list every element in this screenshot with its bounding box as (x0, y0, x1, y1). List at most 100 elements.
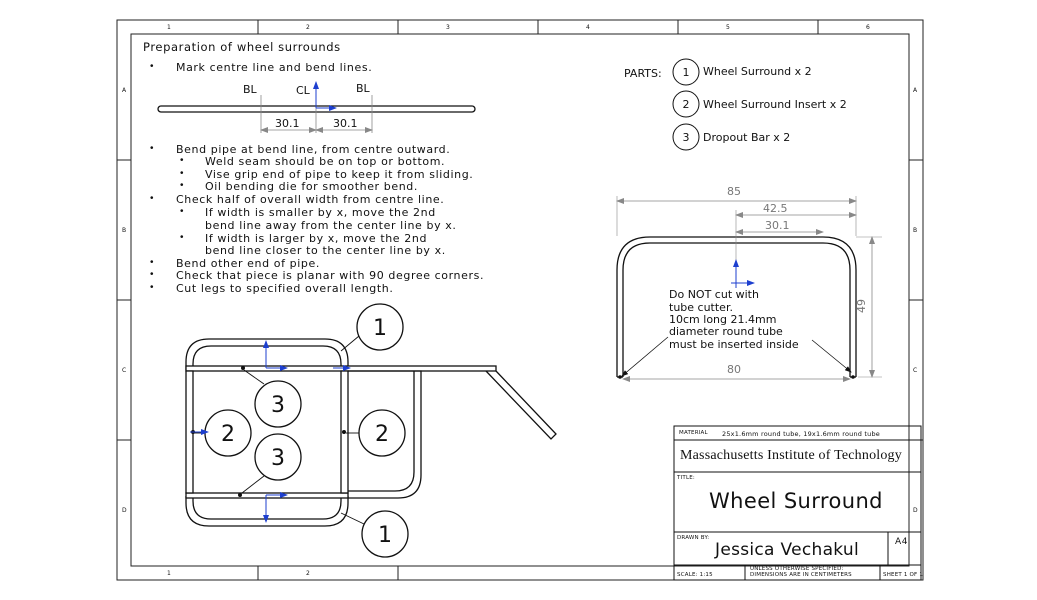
zone-top: 2 (306, 24, 310, 31)
notes-item: Check that piece is planar with 90 degre… (176, 269, 485, 282)
angled-leg (485, 370, 557, 440)
assembly-axis-arrows (190, 340, 351, 523)
label-bl-right: BL (356, 82, 371, 95)
parts-list: PARTS: 1 2 3 Wheel Surround x 2 Wheel Su… (624, 58, 847, 151)
notes-item: bend line closer to the center line by x… (205, 244, 446, 257)
notes-item: Bend other end of pipe. (176, 257, 320, 270)
balloon-number: 2 (375, 422, 389, 447)
title-block (673, 425, 922, 581)
zone-bottom: 1 (167, 570, 171, 577)
unless-specified-line: DIMENSIONS ARE IN CENTIMETERS (750, 572, 852, 578)
zone-side-right: B (913, 227, 917, 234)
bullet-dot: • (150, 282, 154, 293)
zone-top: 3 (446, 24, 450, 31)
parts-name: Wheel Surround Insert x 2 (703, 98, 847, 111)
parts-number: 2 (683, 98, 690, 111)
parts-balloon (672, 58, 700, 86)
note-leader-left (621, 336, 669, 377)
bent-note-line: 10cm long 21.4mm (669, 313, 776, 326)
unless-specified-line: UNLESS OTHERWISE SPECIFIED: (750, 566, 844, 572)
parts-name: Dropout Bar x 2 (703, 131, 790, 144)
dim-30-1: 30.1 (765, 219, 790, 232)
zone-top: 4 (586, 24, 590, 31)
notes-item: Oil bending die for smoother bend. (205, 180, 418, 193)
notes-item: Cut legs to specified overall length. (176, 282, 394, 295)
sheet-size: A4 (895, 537, 909, 547)
insert-right-extension-outer (348, 370, 422, 499)
svg-labels: BL CL BL 30.1 30.1 85 42.5 30.1 49 80 Do… (122, 24, 918, 577)
zone-side-left: A (122, 87, 127, 94)
balloon-circle (361, 510, 409, 558)
bent-surround-outer (616, 236, 857, 377)
balloon-circle (356, 303, 404, 351)
zone-side-right: A (913, 87, 918, 94)
parts-balloon (672, 90, 700, 118)
drawing-title: Wheel Surround (709, 489, 883, 513)
bullet-dot: • (180, 180, 184, 191)
parts-number: 3 (683, 131, 690, 144)
dim-left-value: 30.1 (275, 117, 300, 130)
material-value: 25x1.6mm round tube, 19x1.6mm round tube (722, 430, 880, 438)
notes-heading: Preparation of wheel surrounds (143, 40, 341, 54)
wheel-surround-bottom-outer (185, 496, 349, 527)
bullet-dot: • (150, 143, 154, 154)
bullet-dot: • (180, 168, 184, 179)
zone-top: 5 (726, 24, 730, 31)
zone-side-left: B (122, 227, 126, 234)
bent-note-line: diameter round tube (669, 325, 783, 338)
notes-item: Bend pipe at bend line, from centre outw… (176, 143, 451, 156)
dim-85: 85 (727, 185, 741, 198)
zone-side-right: C (913, 367, 917, 374)
balloon-circle (254, 433, 302, 481)
bent-surround-inner (622, 242, 851, 377)
balloon-number: 3 (271, 393, 285, 418)
zone-side-right: D (913, 507, 918, 514)
bullet-dot: • (150, 61, 154, 72)
note-leader-right (811, 339, 852, 373)
drawn-by-label: DRAWN BY: (677, 535, 710, 541)
organization-name: Massachusetts Institute of Technology (680, 448, 902, 463)
dim-80: 80 (727, 363, 741, 376)
zone-top: 6 (866, 24, 870, 31)
balloon-number: 1 (378, 523, 392, 548)
notes-item: If width is smaller by x, move the 2nd (205, 206, 436, 219)
dim-49: 49 (855, 299, 868, 313)
balloon-number: 3 (271, 446, 285, 471)
sheet-number: SHEET 1 OF 1 (883, 572, 924, 578)
bullet-dot: • (180, 206, 184, 217)
bent-surround-view (616, 196, 882, 382)
notes-item: Vise grip end of pipe to keep it from sl… (205, 168, 474, 181)
bullet-dot: • (150, 257, 154, 268)
notes-item: Check half of overall width from centre … (176, 193, 445, 206)
bullet-dot: • (180, 232, 184, 243)
sheet-border (116, 19, 924, 581)
notes-item: bend line away from the center line by x… (205, 219, 457, 232)
bent-note-line: tube cutter. (669, 301, 733, 314)
bullet-dot: • (180, 155, 184, 166)
insert-right-extension-inner (348, 371, 415, 492)
assembly-view (185, 303, 557, 558)
zone-bottom: 2 (306, 570, 310, 577)
parts-number: 1 (683, 66, 690, 79)
zone-top: 1 (167, 24, 171, 31)
parts-name: Wheel Surround x 2 (703, 65, 812, 78)
bent-note-line: must be inserted inside (669, 338, 799, 351)
notes-item: Mark centre line and bend lines. (176, 61, 373, 74)
drawn-by-name: Jessica Vechakul (715, 540, 860, 560)
notes-item: If width is larger by x, move the 2nd (205, 232, 428, 245)
wheel-surround-bottom-inner (192, 496, 342, 520)
wheel-surround-top-outer (185, 338, 349, 370)
dim-42-5: 42.5 (763, 202, 788, 215)
label-bl-left: BL (243, 83, 258, 96)
balloon-circle (254, 380, 302, 428)
bullet-dot: • (150, 193, 154, 204)
bullet-dot: • (150, 269, 154, 280)
parts-label: PARTS: (624, 67, 662, 80)
parts-balloon (672, 123, 700, 151)
material-label: MATERIAL (679, 430, 708, 436)
zone-side-left: D (122, 507, 127, 514)
balloon-number: 1 (373, 316, 387, 341)
scale-label: SCALE: 1:15 (677, 572, 713, 578)
